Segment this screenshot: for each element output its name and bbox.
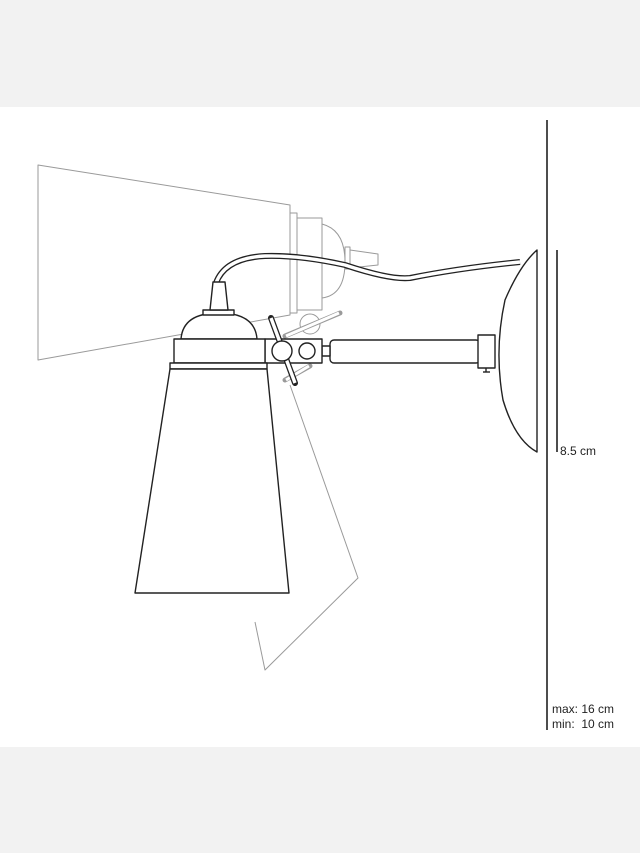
- backplate: [498, 249, 538, 453]
- max-projection-label: max: 16 cm: [552, 702, 615, 716]
- lamp: [134, 249, 538, 594]
- lamp-shade: [134, 368, 290, 594]
- height-dimension-label: 8.5 cm: [560, 444, 597, 458]
- holder-band: [173, 338, 266, 364]
- cord-grip: [209, 281, 229, 311]
- arm-collar: [477, 334, 496, 369]
- adjust-knob: [271, 340, 293, 362]
- arm: [329, 339, 481, 364]
- min-projection-label: min: 10 cm: [552, 717, 615, 731]
